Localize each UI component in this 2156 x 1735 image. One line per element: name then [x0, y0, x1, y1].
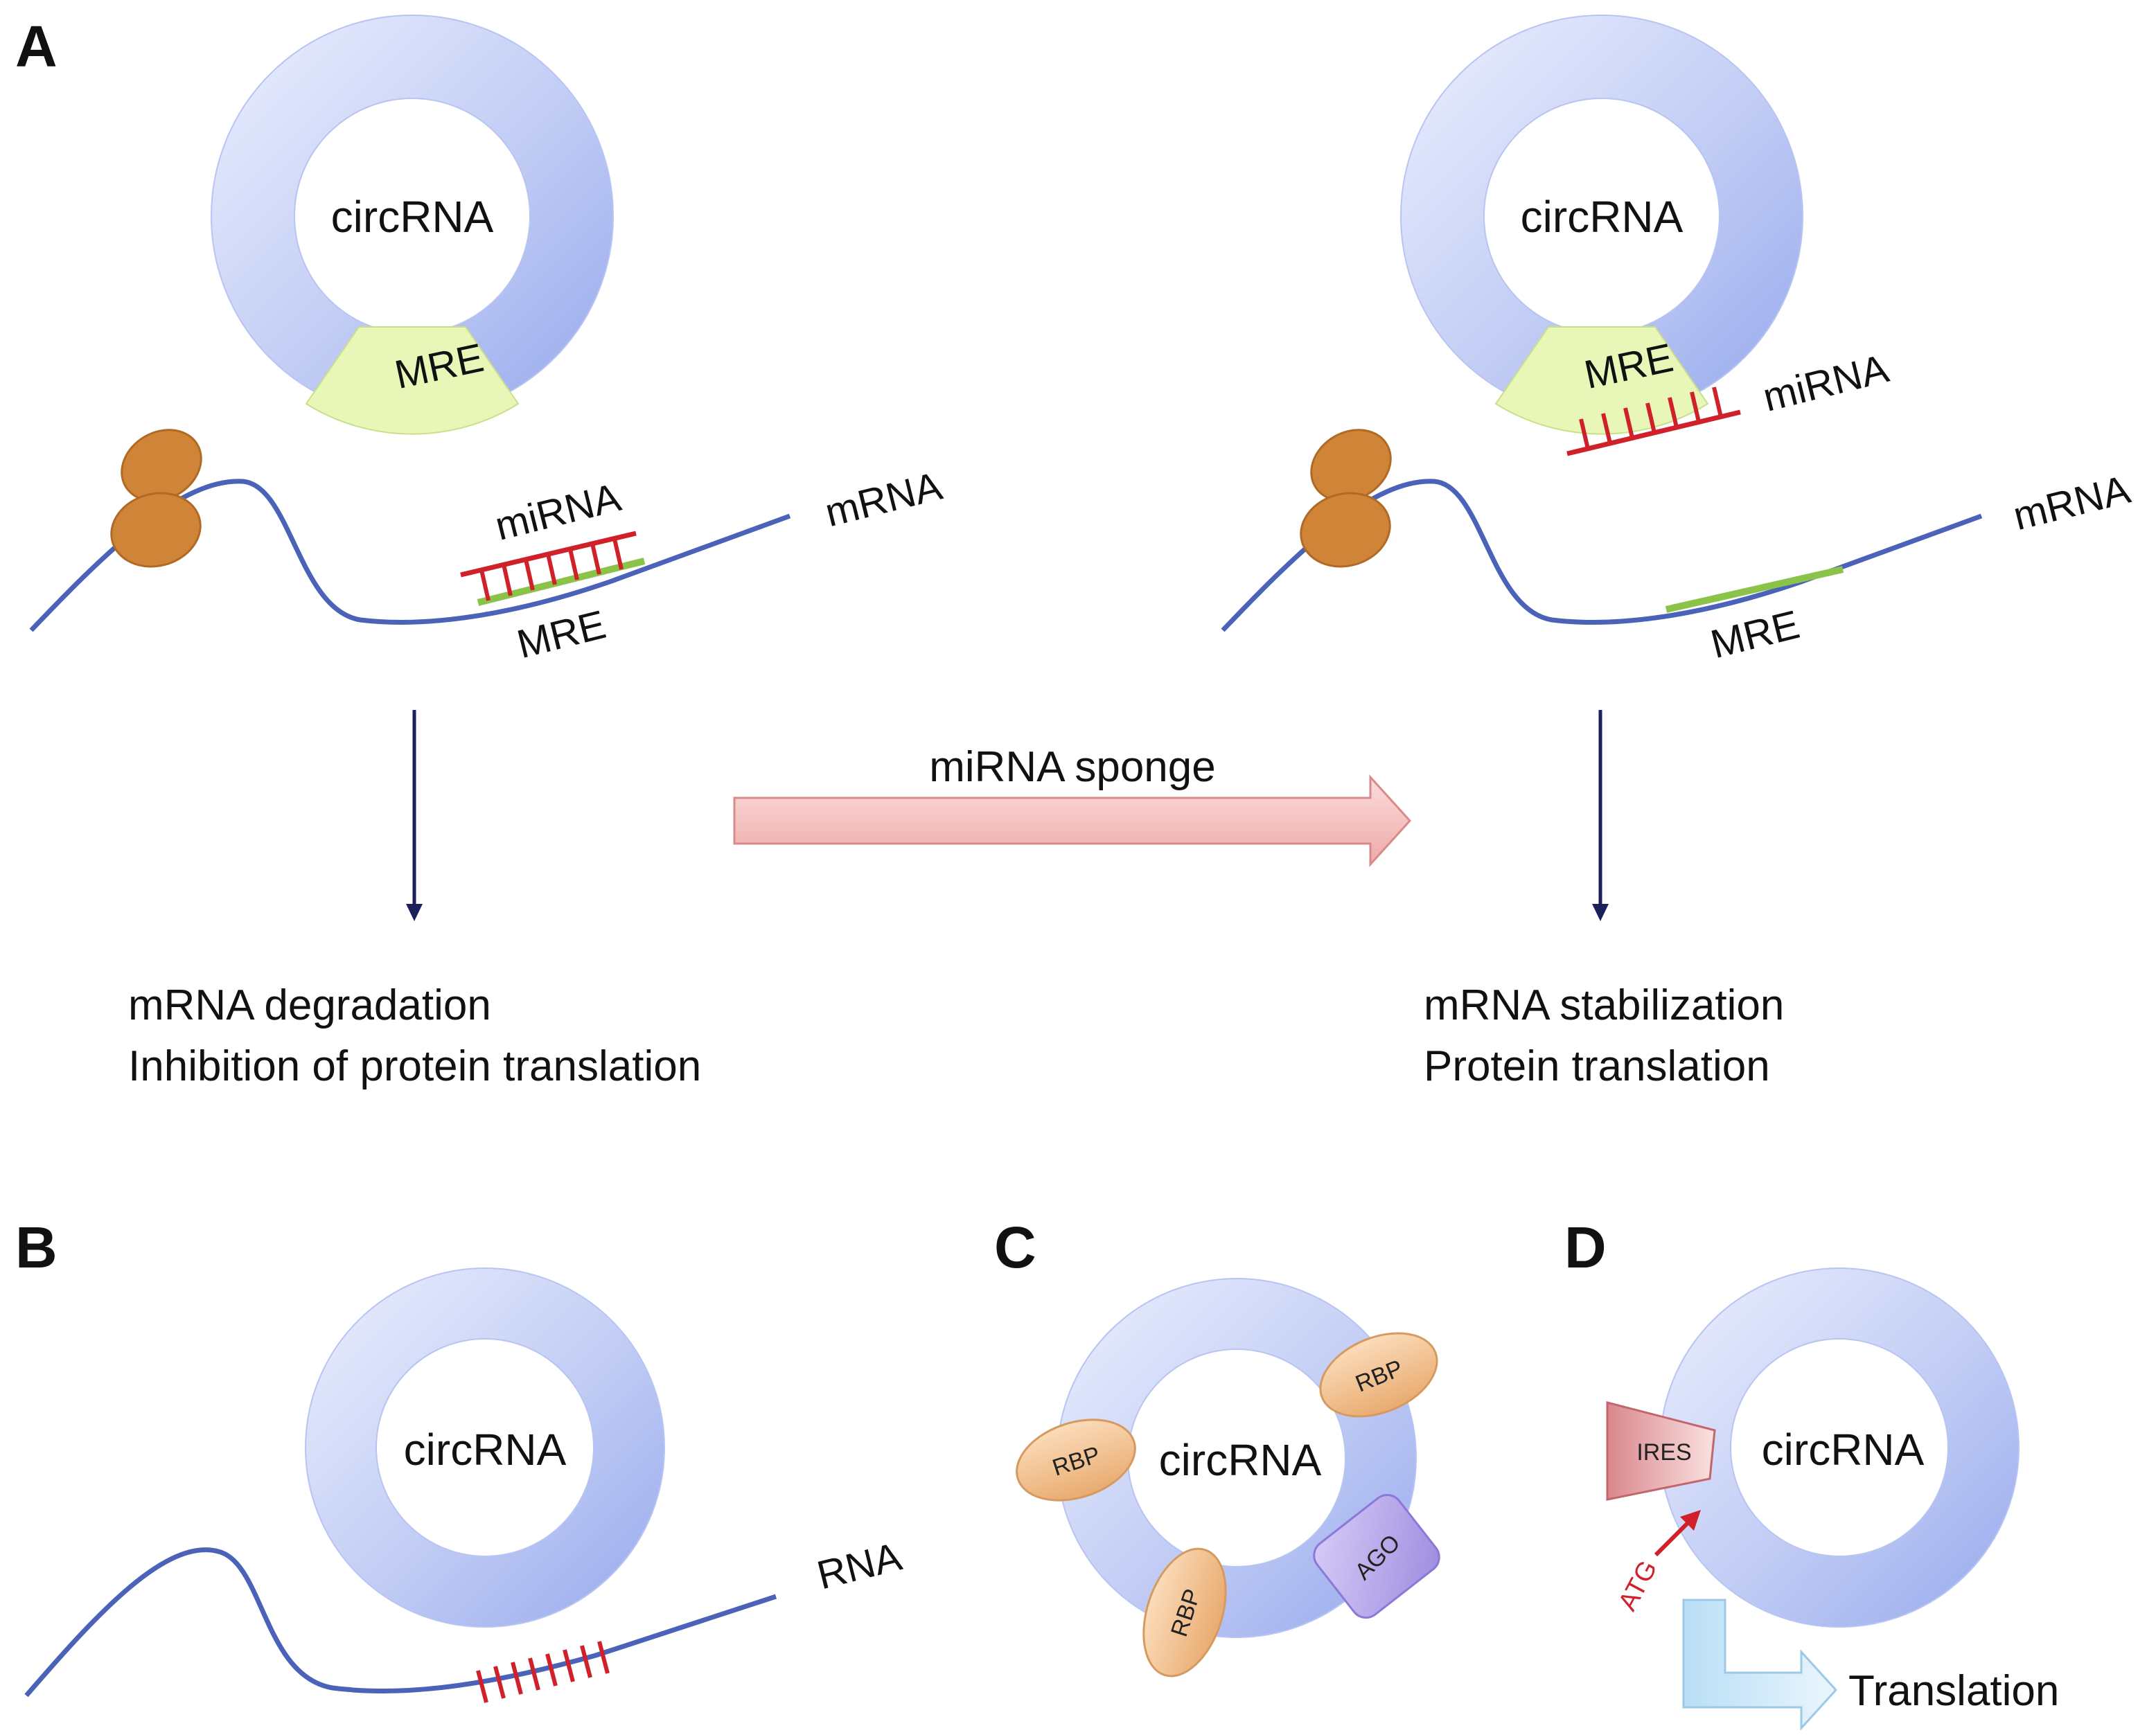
ribosome-large-subunit — [121, 429, 202, 502]
ribosome-large-subunit — [1310, 429, 1392, 502]
panel-a: A circRNA MRE — [15, 14, 2135, 1090]
circrna-label: circRNA — [331, 192, 494, 242]
panel-letter-b: B — [15, 1215, 58, 1280]
mre-site — [1665, 566, 1844, 613]
mrna-label: mRNA — [821, 463, 947, 535]
panel-letter-a: A — [15, 14, 58, 79]
circrna-label: circRNA — [1762, 1425, 1925, 1475]
ribosome-small-subunit — [1300, 492, 1391, 568]
panel-a-left-mrna: miRNA MRE mRNA — [29, 429, 947, 667]
ribosome-small-subunit — [110, 492, 202, 568]
panel-a-left-circrna: circRNA MRE — [211, 15, 614, 435]
panel-d: D circRNA IRES ATG Translation — [1564, 1215, 2059, 1731]
circrna-label: circRNA — [404, 1425, 567, 1475]
mirna-sponged — [1566, 386, 1741, 456]
circrna-rna-base-pairs — [476, 1641, 610, 1703]
outcome-inhibition: Inhibition of protein translation — [128, 1042, 701, 1090]
mre-site — [477, 558, 646, 606]
panel-a-left-pathway-arrow — [406, 710, 423, 921]
panel-a-right-pathway-arrow — [1592, 710, 1609, 921]
ires-label: IRES — [1636, 1439, 1691, 1466]
mrna-label: mRNA — [2009, 467, 2135, 539]
ribosome — [1300, 429, 1392, 568]
ribosome — [110, 429, 202, 568]
panel-letter-c: C — [994, 1215, 1036, 1280]
outcome-degradation: mRNA degradation — [128, 981, 491, 1029]
rna-strand — [24, 1547, 777, 1698]
mirna-label: miRNA — [1758, 346, 1893, 420]
ago-protein: AGO — [1313, 1493, 1440, 1619]
rbp-protein-bottom: RBP — [1142, 1547, 1227, 1678]
mre-segment — [305, 326, 520, 435]
panel-a-right-mrna: MRE mRNA — [1221, 429, 2135, 667]
ires-element: IRES — [1606, 1401, 1716, 1501]
rbp-protein-left: RBP — [1016, 1418, 1136, 1502]
rbp-protein-top-right: RBP — [1319, 1332, 1438, 1418]
panel-a-right-circrna: circRNA MRE miRNA — [1400, 15, 1893, 456]
translation-label: Translation — [1848, 1667, 2059, 1715]
mirna-base-pairs — [479, 538, 624, 601]
circrna-label: circRNA — [1159, 1435, 1322, 1485]
translation-arrow — [1682, 1599, 1838, 1731]
outcome-translation: Protein translation — [1424, 1042, 1770, 1090]
rna-label: RNA — [813, 1534, 906, 1599]
outcome-stabilization: mRNA stabilization — [1424, 981, 1784, 1029]
mirna-bound — [460, 531, 637, 601]
mirna-sponge-label: miRNA sponge — [929, 743, 1216, 791]
mrna-mre-label: MRE — [1706, 602, 1804, 667]
mirna-base-pairs — [1579, 386, 1723, 450]
mirna-sponge-arrow — [733, 774, 1412, 867]
panel-letter-d: D — [1564, 1215, 1607, 1280]
panel-b: B circRNA RNA — [15, 1215, 906, 1703]
circrna-label: circRNA — [1521, 192, 1684, 242]
atg-label: ATG — [1613, 1556, 1663, 1615]
mirna-label: miRNA — [491, 474, 625, 549]
mrna-mre-label: MRE — [513, 602, 610, 667]
panel-c: C circRNA RBP RBP RBP AGO — [994, 1215, 1440, 1678]
atg-start-arrow — [1654, 1510, 1701, 1557]
circrna-ring — [306, 1268, 664, 1627]
